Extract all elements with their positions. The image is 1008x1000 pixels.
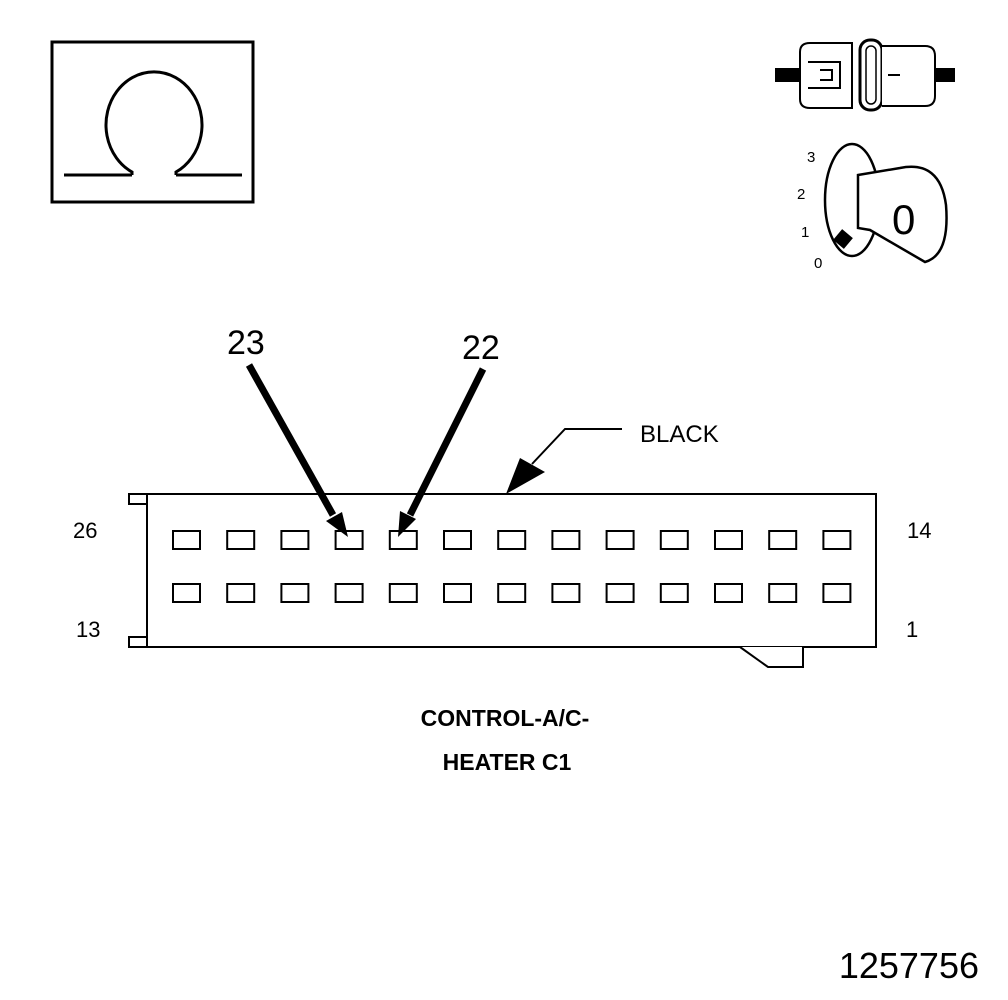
pin-label-1: 1 [906, 617, 918, 642]
pin-label-13: 13 [76, 617, 100, 642]
cavity-15 [768, 530, 798, 550]
cavity-17 [659, 530, 689, 550]
cavity-10 [334, 583, 364, 603]
connector-title-line2: HEATER C1 [443, 749, 572, 775]
callout-arrow-23 [245, 363, 348, 537]
key-position-2: 2 [797, 186, 805, 203]
figure-number: 1257756 [839, 945, 979, 986]
cavity-7 [497, 583, 527, 603]
cavity-20 [497, 530, 527, 550]
cavity-18 [605, 530, 635, 550]
cavity-25 [226, 530, 256, 550]
callout-arrow-22 [398, 367, 487, 537]
cavity-grid [172, 530, 852, 603]
cavity-3 [714, 583, 743, 603]
key-position-0: 0 [814, 255, 822, 272]
ohm-icon [50, 40, 255, 204]
pin-label-14: 14 [907, 518, 931, 543]
cavity-21 [443, 530, 472, 550]
key-label: 0 [892, 196, 915, 243]
pin-label-26: 26 [73, 518, 97, 543]
cavity-26 [172, 530, 201, 550]
key-position-1: 1 [801, 224, 809, 241]
cavity-23 [334, 530, 364, 550]
cavity-16 [714, 530, 743, 550]
disconnected-connector-icon [775, 38, 955, 112]
callout-label-22: 22 [462, 329, 500, 367]
cavity-1 [822, 583, 852, 603]
cavity-11 [280, 583, 310, 603]
cavity-8 [443, 583, 472, 603]
cavity-6 [551, 583, 581, 603]
cavity-19 [551, 530, 581, 550]
key-position-3: 3 [807, 149, 815, 166]
connector-color-label: BLACK [640, 421, 719, 448]
connector-title-line1: CONTROL-A/C- [421, 705, 590, 731]
cavity-2 [768, 583, 798, 603]
cavity-5 [605, 583, 635, 603]
cavity-14 [822, 530, 852, 550]
cavity-12 [226, 583, 256, 603]
cavity-4 [659, 583, 689, 603]
cavity-13 [172, 583, 201, 603]
callout-label-23: 23 [227, 324, 265, 362]
ignition-key-icon: 3 2 1 0 0 [797, 142, 948, 272]
cavity-22 [388, 530, 418, 550]
cavity-9 [388, 583, 418, 603]
cavity-24 [280, 530, 310, 550]
connector-body [128, 493, 877, 668]
color-leader-arrow [506, 428, 622, 494]
